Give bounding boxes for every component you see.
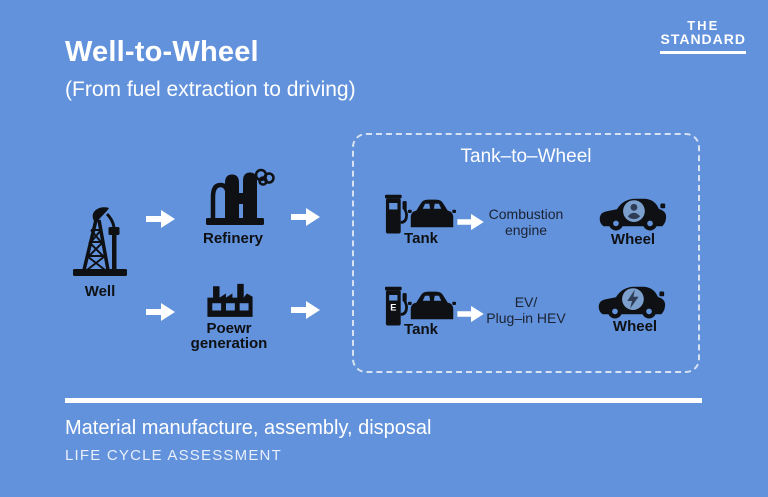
- car-front-icon: [408, 288, 456, 321]
- ev-pump-letter: E: [390, 303, 396, 313]
- tank-label: Tank: [404, 321, 438, 338]
- page-subtitle: (From fuel extraction to driving): [65, 78, 356, 101]
- car-side-ev-icon: [597, 280, 667, 322]
- wheel-label: Wheel: [612, 318, 658, 335]
- the-standard-logo: THE STANDARD: [660, 19, 746, 54]
- driver-icon: [630, 203, 638, 211]
- logo-line-standard: STANDARD: [660, 31, 746, 47]
- ev-line2: Plug–in HEV: [486, 310, 566, 326]
- fuel-pump-icon: [385, 194, 409, 236]
- arrow-right-icon: [146, 208, 176, 230]
- ev-plugin-hev-label: EV/ Plug–in HEV: [470, 294, 582, 326]
- footer-lca-text: LIFE CYCLE ASSESSMENT: [65, 447, 282, 464]
- logo-line-the: THE: [687, 18, 720, 33]
- car-side-driver-icon: [598, 192, 668, 234]
- power-generation-label: Poewr generation: [174, 321, 284, 351]
- ev-line1: EV/: [514, 294, 538, 310]
- footer-divider: [65, 398, 702, 403]
- arrow-right-icon: [291, 299, 321, 321]
- lightning-icon: [627, 289, 639, 309]
- tank-label: Tank: [404, 230, 438, 247]
- ev-fuel-pump-icon: E: [385, 286, 409, 328]
- refinery-label: Refinery: [202, 230, 264, 247]
- arrow-right-icon: [291, 206, 321, 228]
- footer-material-text: Material manufacture, assembly, disposal: [65, 417, 432, 439]
- wheel-label: Wheel: [610, 231, 656, 248]
- combustion-line1: Combustion: [488, 206, 564, 222]
- arrow-right-icon: [457, 212, 485, 232]
- power-label-line1: Poewr: [206, 320, 252, 337]
- oil-well-icon: [72, 206, 128, 278]
- well-label: Well: [84, 283, 116, 300]
- tank-to-wheel-title: Tank–to–Wheel: [460, 146, 592, 167]
- power-label-line2: generation: [190, 335, 268, 352]
- combustion-line2: engine: [504, 222, 548, 238]
- power-plant-icon: [205, 281, 255, 319]
- combustion-engine-label: Combustion engine: [470, 206, 582, 238]
- refinery-icon: [204, 166, 276, 228]
- arrow-right-icon: [146, 301, 176, 323]
- tank-to-wheel-box: [352, 133, 700, 373]
- car-front-icon: [408, 196, 456, 229]
- page-title: Well-to-Wheel: [65, 36, 259, 68]
- arrow-right-icon: [457, 304, 485, 324]
